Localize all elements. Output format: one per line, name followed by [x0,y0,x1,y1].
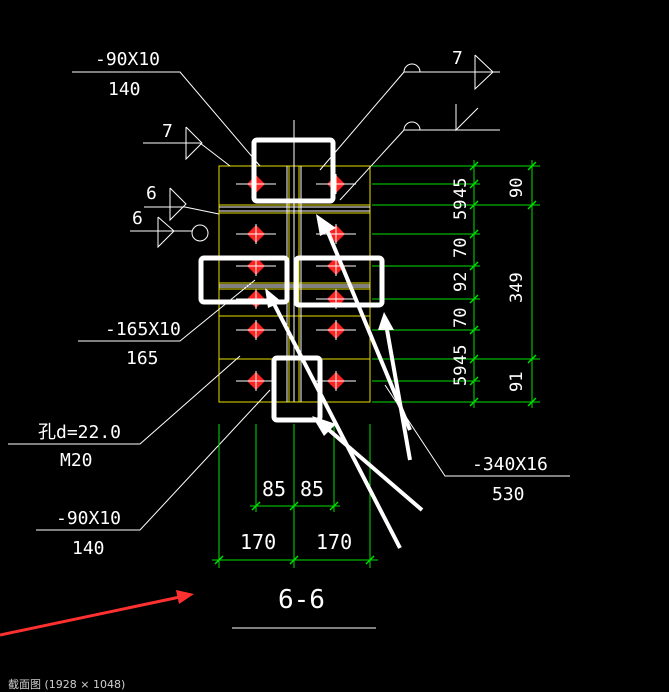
weld-flag-icon [185,126,203,161]
dim-tick [469,325,479,335]
weld-top-right-size: 7 [452,48,463,69]
weld-fillet-icon [455,104,479,132]
dim-bottom-inner-2: 85 [300,477,324,501]
weld-left-b-size: 6 [132,208,143,229]
highlight-boxes [198,137,385,423]
dim-tick [469,229,479,239]
dim-right-inner-1: 45 [451,178,471,198]
right-dimension-texts: 45 59 70 92 70 45 59 90 349 91 [451,178,527,392]
weld-flag-icon [169,187,187,222]
bolt-icon [236,224,276,244]
arrow-head-icon [265,288,282,308]
dim-tick [527,161,537,171]
weld-left-a-size: 6 [146,183,157,204]
dim-right-inner-2: 59 [451,200,471,220]
leader-weld-top [143,142,231,167]
plate-bot-label: -90X10 [56,508,121,529]
dim-tick [469,261,479,271]
bolt-icon [316,320,356,340]
arrow-to-top [323,224,412,431]
highlight-box-mid-left[interactable] [198,255,290,305]
dim-bottom-inner-1: 85 [262,477,286,501]
section-title: 6-6 [278,585,325,615]
leader-bolt [8,355,241,445]
dim-tick [469,376,479,386]
dim-tick [329,501,339,511]
leader-weld-right2-diag [339,129,405,201]
dim-right-inner-5: 70 [451,308,471,328]
bolt-icon [236,320,276,340]
arrow-head-icon [312,416,336,436]
highlight-box-top[interactable] [251,137,336,204]
red-pointer-arrow [0,590,194,637]
leader-lines [8,54,570,629]
image-caption: 截面图 (1928 × 1048) [8,678,126,691]
dim-tick [214,555,224,565]
dim-tick [469,354,479,364]
plate-bot-length: 140 [72,538,105,559]
dim-tick [289,501,299,511]
bolt-icon [236,371,276,391]
weld-top-size: 7 [162,121,173,142]
pointer-line [0,595,181,637]
plate-mid-length: 165 [126,348,159,369]
annotations: -90X10 140 7 7 6 6 -165X10 165 孔d=22.0 M… [38,48,548,615]
dim-right-outer-3: 91 [507,372,527,392]
plate-right-length: 530 [492,484,525,505]
highlight-box-bottom[interactable] [271,355,323,423]
dim-tick [289,555,299,565]
weld-flag-icon [157,216,175,249]
dim-tick [365,555,375,565]
dim-right-outer-2: 349 [507,272,527,303]
dim-right-inner-4: 92 [451,272,471,292]
dim-bottom-outer-1: 170 [240,530,276,554]
weld-circle-symbol [403,63,421,73]
bolt-icon [316,371,356,391]
plate-top-length: 140 [108,79,141,100]
arrow-to-mid-right [384,323,412,461]
plate-top-label: -90X10 [95,49,160,70]
bolt-hole-label: 孔d=22.0 [38,422,121,443]
dim-right-inner-6: 45 [451,345,471,365]
weld-circle-symbol [403,121,421,131]
weld-flag-icon [474,54,494,91]
leader-plate-bot [36,389,271,531]
dim-tick [469,294,479,304]
dim-tick [469,179,479,189]
arrow-to-bottom [320,422,424,512]
bottom-dimension-texts: 85 85 170 170 [240,477,352,554]
dim-right-inner-3: 70 [451,238,471,258]
dim-tick [527,397,537,407]
dim-tick [469,161,479,171]
dimension-ticks [214,161,537,565]
leader-weld-left-a [144,206,220,215]
dim-tick [469,397,479,407]
dim-right-outer-1: 90 [507,178,527,198]
dim-bottom-outer-2: 170 [316,530,352,554]
dim-tick [251,501,261,511]
plate-right-label: -340X16 [472,454,548,475]
annotation-arrows [265,214,424,549]
dim-right-inner-7: 59 [451,366,471,386]
dim-tick [527,200,537,210]
leader-plate-top [72,71,261,167]
bolt-grade-label: M20 [60,450,93,471]
weld-circle-icon [191,224,209,242]
pointer-head-icon [176,590,194,604]
arrow-head-icon [378,312,394,330]
plate-mid-label: -165X10 [105,319,181,340]
dim-tick [527,354,537,364]
dim-tick [469,200,479,210]
arrow-head-icon [316,214,336,236]
bolt-icon [316,174,356,194]
arrow-to-mid-left [270,299,402,549]
dimension-lines [212,160,540,568]
